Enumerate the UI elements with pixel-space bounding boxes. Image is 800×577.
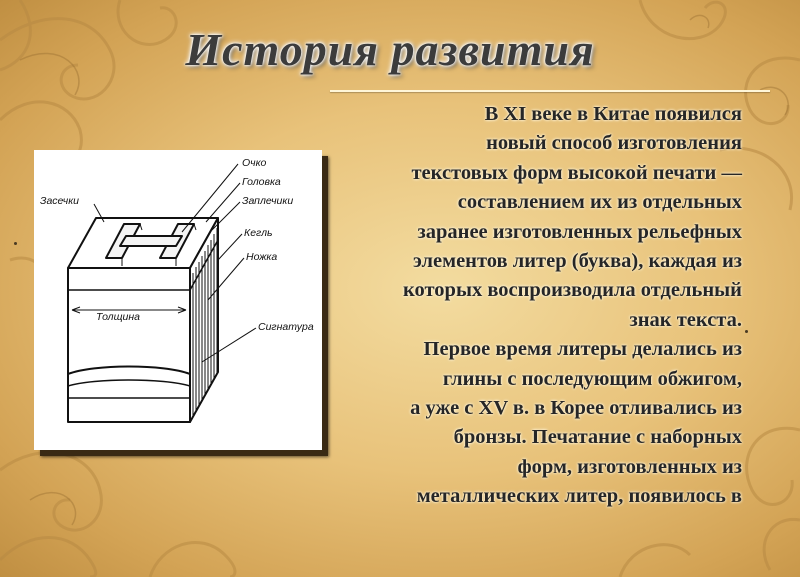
- slide-body-text: В XI веке в Китае появился новый способ …: [330, 100, 742, 512]
- decor-dot: [14, 242, 17, 245]
- body-line: заранее изготовленных рельефных: [417, 220, 743, 243]
- body-line: элементов литер (буква), каждая из: [413, 250, 742, 273]
- body-line: а уже с XV в. в Корее отливались из: [410, 397, 742, 420]
- body-line: В XI веке в Китае появился: [484, 103, 742, 125]
- body-line: текстовых форм высокой печати —: [411, 161, 742, 184]
- decor-dot: [745, 330, 748, 333]
- type-sort-diagram: Очко Головка Засечки Заплечики Кегль Нож…: [40, 157, 314, 423]
- label-zasechki: Засечки: [40, 195, 79, 207]
- title-divider: [330, 90, 770, 92]
- body-line: бронзы. Печатание с наборных: [453, 426, 742, 449]
- slide-title: История развития: [185, 24, 595, 75]
- body-line: металлических литер, появилось в: [416, 485, 742, 508]
- label-zaplechiki: Заплечики: [242, 195, 293, 207]
- label-nozhka: Ножка: [246, 251, 277, 263]
- label-signatura: Сигнатура: [258, 321, 314, 333]
- body-line: составлением их из отдельных: [457, 191, 742, 214]
- label-golovka: Головка: [242, 176, 281, 188]
- label-ochko: Очко: [242, 157, 267, 169]
- body-line: которых воспроизводила отдельный: [402, 279, 742, 302]
- label-tolshchina: Толщина: [96, 311, 140, 323]
- body-line: знак текста.: [629, 308, 743, 331]
- label-kegl: Кегль: [244, 227, 273, 239]
- body-line: глины с последующим обжигом,: [442, 367, 742, 390]
- type-diagram-figure: Очко Головка Засечки Заплечики Кегль Нож…: [34, 150, 322, 450]
- body-line: новый способ изготовления: [486, 132, 742, 155]
- body-line: форм, изготовленных из: [517, 455, 742, 478]
- body-line: Первое время литеры делались из: [423, 338, 742, 361]
